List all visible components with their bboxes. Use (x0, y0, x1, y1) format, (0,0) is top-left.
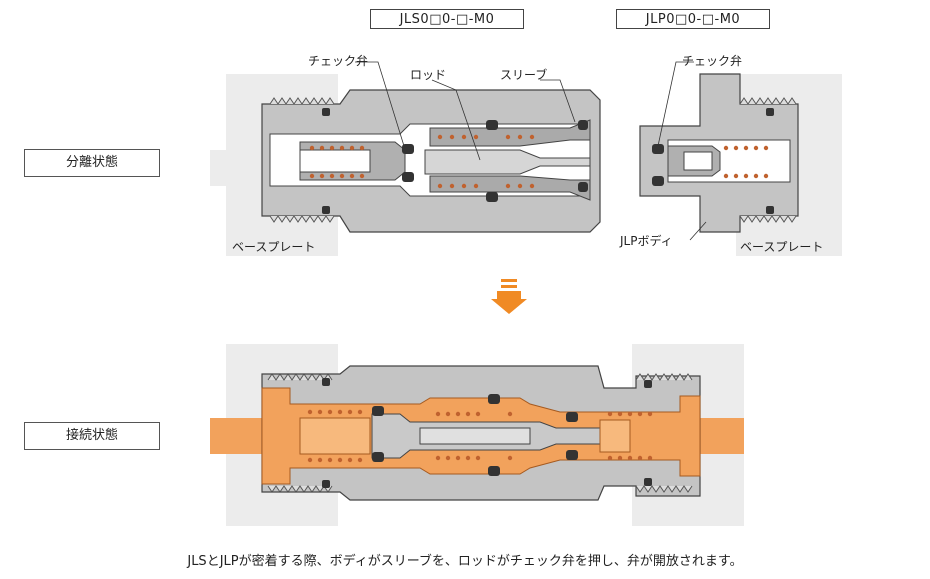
label-check-valve-right: チェック弁 (682, 54, 743, 68)
label-check-valve-left: チェック弁 (308, 54, 369, 68)
label-sleeve: スリーブ (500, 68, 548, 82)
state-separated-label: 分離状態 (24, 149, 160, 177)
down-arrow-icon (491, 279, 527, 314)
model-jls-label: JLS0□0-□-M0 (370, 9, 524, 29)
label-jlp-body: JLPボディ (620, 234, 673, 248)
label-rod: ロッド (410, 68, 447, 82)
label-base-plate-left: ベースプレート (232, 240, 316, 254)
jlp-separated-drawing (639, 61, 842, 256)
connected-drawing (210, 344, 744, 526)
rod-part (424, 149, 591, 175)
diagram-caption: JLSとJLPが密着する際、ボディがスリーブを、ロッドがチェック弁を押し、弁が開… (187, 554, 743, 569)
jls-separated-drawing (210, 61, 601, 256)
label-base-plate-right: ベースプレート (740, 240, 824, 254)
sleeve-part (429, 119, 591, 147)
state-connected-label: 接続状態 (24, 422, 160, 450)
model-jlp-label: JLP0□0-□-M0 (616, 9, 770, 29)
